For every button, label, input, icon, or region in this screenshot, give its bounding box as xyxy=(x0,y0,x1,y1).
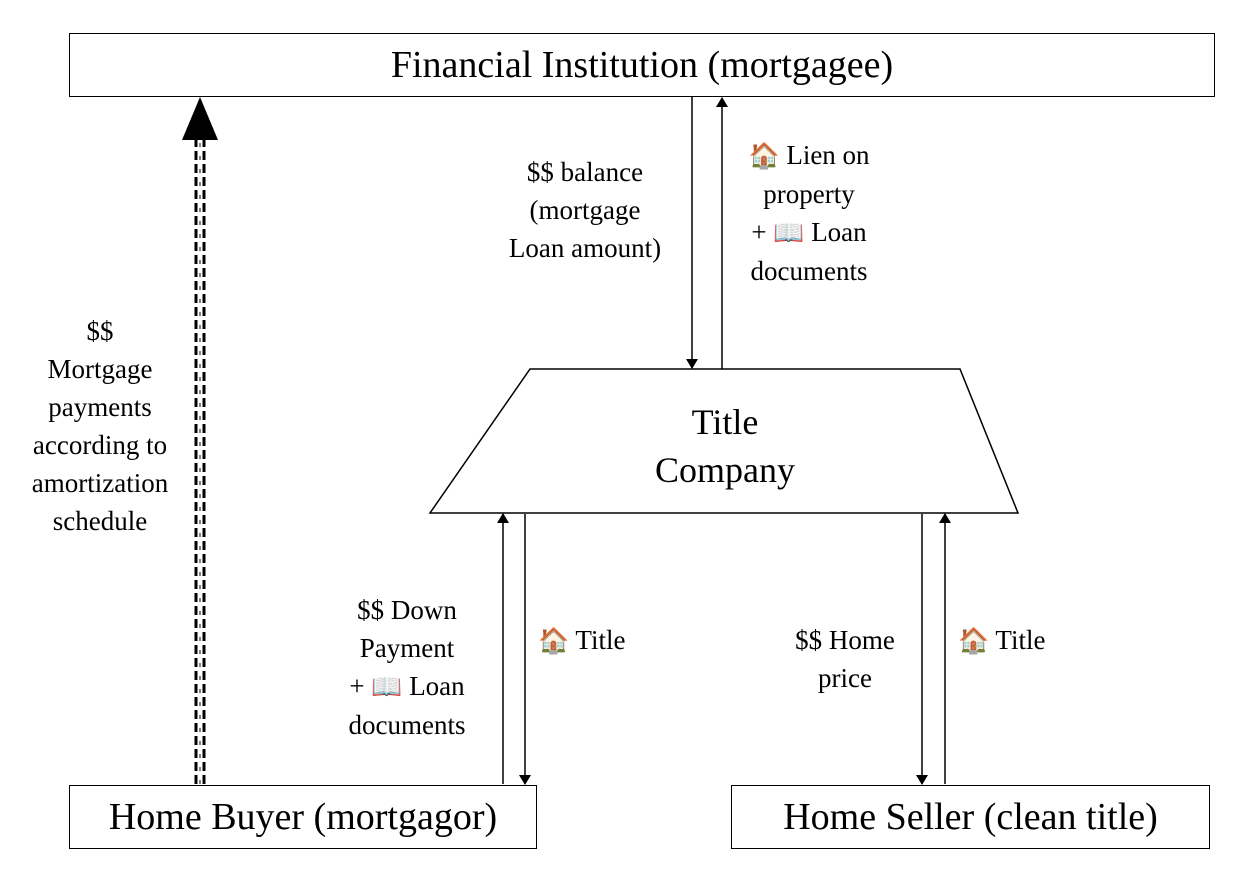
title-from-seller-label: 🏠 Title xyxy=(958,625,1046,655)
mortgage-payments-label: $$ Mortgage payments according to amorti… xyxy=(31,316,169,536)
book-icon: 📖 xyxy=(371,672,403,701)
house-icon: 🏠 xyxy=(538,626,570,655)
house-icon: 🏠 xyxy=(958,626,990,655)
title-company-shape xyxy=(428,368,1020,514)
title-to-buyer-label: 🏠 Title xyxy=(538,625,626,655)
home-seller-box: Home Seller (clean title) xyxy=(731,785,1210,849)
financial-institution-box: Financial Institution (mortgagee) xyxy=(69,33,1215,97)
balance-label: $$ balance (mortgage Loan amount) xyxy=(508,157,662,263)
home-buyer-label: Home Buyer (mortgagor) xyxy=(108,796,498,838)
financial-institution-label: Financial Institution (mortgagee) xyxy=(390,44,894,86)
home-price-label: $$ Home price xyxy=(795,625,895,693)
title-company-label: Title Company xyxy=(655,402,795,490)
home-buyer-box: Home Buyer (mortgagor) xyxy=(69,785,537,849)
down-payment-label: $$ Down Payment + 📖 Loan documents xyxy=(348,595,466,740)
home-seller-label: Home Seller (clean title) xyxy=(783,796,1158,838)
house-icon: 🏠 xyxy=(748,141,780,170)
mortgage-payments-arrow xyxy=(182,97,218,784)
book-icon: 📖 xyxy=(773,218,805,247)
lien-label: 🏠 Lien on property + 📖 Loan documents xyxy=(748,140,870,286)
